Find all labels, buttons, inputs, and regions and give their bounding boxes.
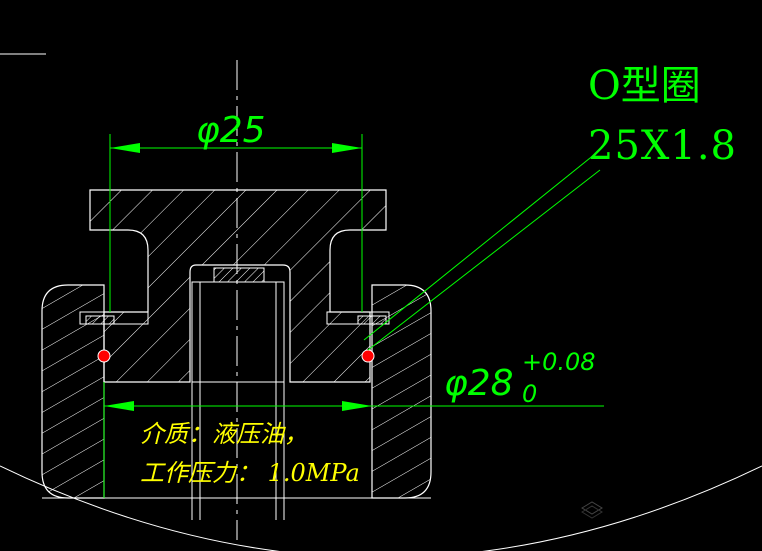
oring-size: 25X1.8 [588,123,737,169]
dim25-arrow-left [110,143,140,153]
oring-left [97,349,111,363]
note-pressure: 工作压力： 1.0MPa [140,459,360,487]
gland-left [85,315,115,325]
bottom-arc [0,465,762,551]
oring-leader-long [367,169,601,351]
note-medium: 介质：液压油， [140,420,308,448]
dim28-label: φ28 [444,363,514,404]
dim28-arrow-right [342,401,372,411]
oring-right [361,349,375,363]
seal-cap-body [89,189,387,383]
dim28-upper-tol: +0.08 [522,348,596,376]
cad-watermark-icon [581,501,603,519]
dim28-arrow-left [104,401,134,411]
dim25-label: φ25 [196,110,266,151]
inner-plug [191,281,285,383]
oring-title: O型圈 [588,63,701,109]
plug-top [213,267,265,283]
oring-leader-short [363,149,601,341]
dim28-lower-tol: 0 [522,380,537,408]
gland-right [357,315,387,325]
dim25-arrow-right [332,143,362,153]
